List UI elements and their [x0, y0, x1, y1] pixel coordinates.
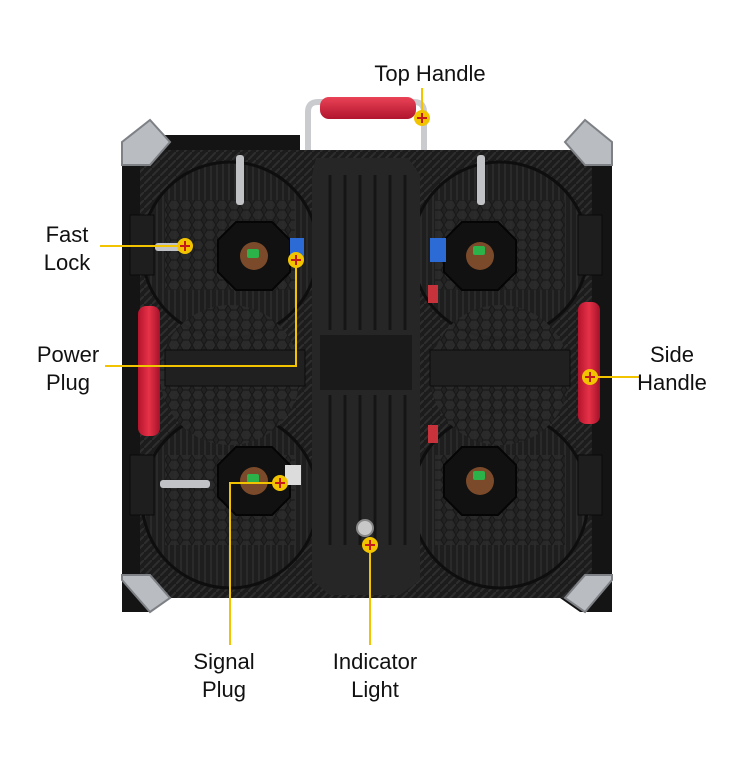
signal-plug-line-1: Signal — [193, 649, 255, 674]
side-handle-label: Side Handle — [624, 341, 720, 397]
top-handle-label: Top Handle — [355, 60, 505, 88]
signal-plug-label: Signal Plug — [174, 648, 274, 704]
indicator-light-line-2: Light — [351, 677, 399, 702]
power-plug-line-2: Plug — [45, 370, 91, 395]
signal-plug-line-2: Plug — [201, 677, 247, 702]
side-handle-line-1: Side — [649, 342, 695, 367]
power-plug-label: Power Plug — [18, 341, 118, 397]
indicator-light-label: Indicator Light — [315, 648, 435, 704]
fast-lock-label: Fast Lock — [22, 221, 112, 277]
side-handle-line-2: Handle — [637, 370, 707, 395]
top-handle-text: Top Handle — [374, 61, 486, 86]
fast-lock-line-1: Fast — [45, 222, 89, 247]
indicator-light-line-1: Indicator — [332, 649, 418, 674]
fast-lock-line-2: Lock — [43, 250, 91, 275]
power-plug-line-1: Power — [36, 342, 100, 367]
